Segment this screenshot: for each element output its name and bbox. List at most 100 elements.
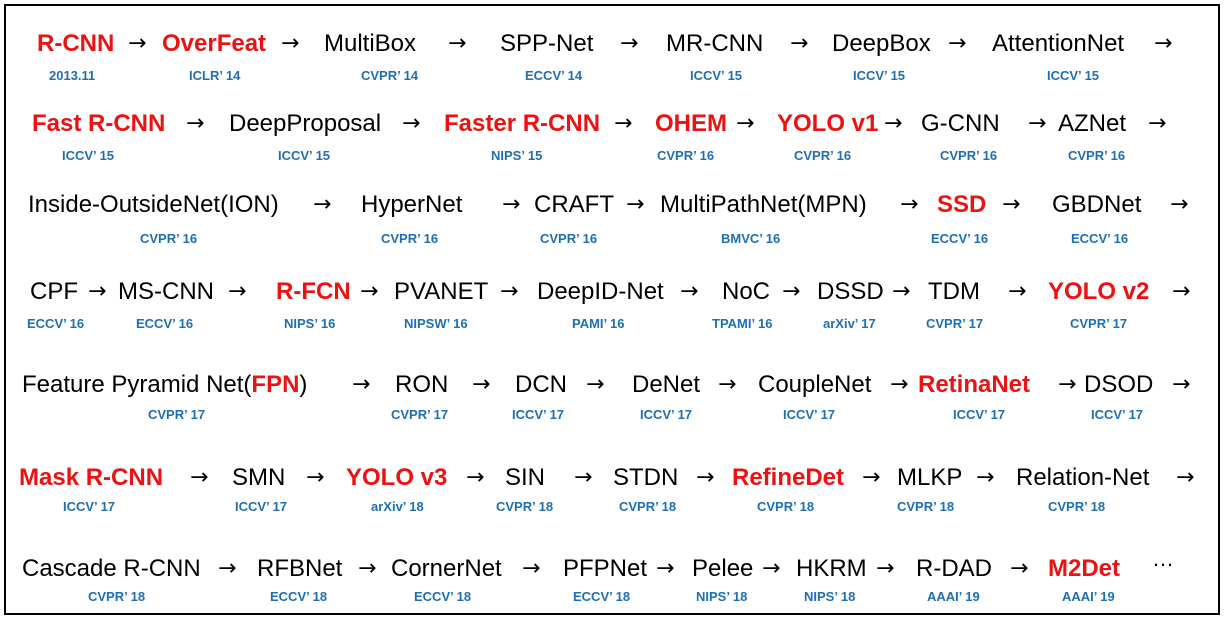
arrow-icon: →: [402, 111, 421, 136]
node-name: SIN: [505, 464, 546, 491]
arrow-icon: →: [306, 465, 325, 490]
node-name: GBDNet: [1052, 191, 1142, 218]
node-name: G-CNN: [921, 110, 1000, 137]
node-venue: CVPR’ 18: [897, 499, 955, 514]
node-name: DeepBox: [832, 30, 931, 57]
node-name: RFBNet: [257, 555, 343, 582]
node-venue: PAMI’ 16: [572, 316, 625, 331]
node-name: RetinaNet: [918, 371, 1031, 398]
ellipsis: …: [1152, 546, 1174, 571]
node-venue: ICCV’ 15: [853, 68, 906, 83]
node-venue: CVPR’ 18: [1048, 499, 1106, 514]
node-name: Relation-Net: [1016, 464, 1150, 491]
arrow-icon: →: [1172, 372, 1191, 397]
arrow-icon: →: [1008, 279, 1027, 304]
arrow-icon: →: [186, 111, 205, 136]
node-venue: ICCV’ 17: [783, 407, 836, 422]
arrow-icon: →: [782, 279, 801, 304]
node-venue: CVPR’ 18: [619, 499, 677, 514]
arrow-icon: →: [360, 279, 379, 304]
node-name: DCN: [515, 371, 567, 398]
node-name: CornerNet: [391, 555, 502, 582]
arrow-icon: →: [190, 465, 209, 490]
node-name: AZNet: [1058, 110, 1127, 137]
arrow-icon: →: [614, 111, 633, 136]
arrow-icon: →: [502, 192, 521, 217]
node-venue: CVPR’ 16: [540, 231, 598, 246]
node-name: STDN: [613, 464, 679, 491]
node-name: NoC: [722, 278, 771, 305]
node-name: AttentionNet: [992, 30, 1125, 57]
arrow-icon: →: [586, 372, 605, 397]
arrow-icon: →: [1058, 372, 1077, 397]
arrow-icon: →: [884, 111, 903, 136]
arrow-icon: →: [281, 31, 300, 56]
arrow-icon: →: [862, 465, 881, 490]
arrow-icon: →: [228, 279, 247, 304]
arrow-icon: →: [890, 372, 909, 397]
node-name: MR-CNN: [666, 30, 764, 57]
node-venue: CVPR’ 17: [1070, 316, 1128, 331]
arrow-icon: →: [472, 372, 491, 397]
arrow-icon: →: [1172, 279, 1191, 304]
node-name-part: ): [299, 371, 308, 398]
node-name: MLKP: [897, 464, 963, 491]
node-name: Pelee: [692, 555, 754, 582]
arrow-icon: →: [1176, 465, 1195, 490]
node-venue: ECCV’ 14: [525, 68, 583, 83]
node-name: R-CNN: [37, 30, 115, 57]
node-name: R-DAD: [916, 555, 992, 582]
node-name: R-FCN: [276, 278, 351, 305]
node-name: MultiPathNet(MPN): [660, 191, 867, 218]
node-venue: TPAMI’ 16: [712, 316, 773, 331]
node-name: SMN: [232, 464, 286, 491]
node-venue: CVPR’ 18: [88, 589, 146, 604]
arrow-icon: →: [466, 465, 485, 490]
arrow-icon: →: [448, 31, 467, 56]
node-venue: CVPR’ 16: [794, 148, 852, 163]
arrow-icon: →: [948, 31, 967, 56]
arrow-icon: →: [1002, 192, 1021, 217]
node-venue: CVPR’ 16: [1068, 148, 1126, 163]
arrow-icon: →: [574, 465, 593, 490]
node-venue: ECCV’ 16: [931, 231, 989, 246]
node-name: CRAFT: [534, 191, 614, 218]
node-venue: CVPR’ 16: [140, 231, 198, 246]
node-name: Fast R-CNN: [32, 110, 166, 137]
node-venue: CVPR’ 18: [757, 499, 815, 514]
arrow-icon: →: [313, 192, 332, 217]
node-name: YOLO v1: [777, 110, 879, 137]
node-venue: ICCV’ 17: [235, 499, 288, 514]
arrow-icon: →: [128, 31, 147, 56]
arrow-icon: →: [900, 192, 919, 217]
node-venue: CVPR’ 14: [361, 68, 419, 83]
node-venue: NIPS’ 18: [804, 589, 856, 604]
arrow-icon: →: [696, 465, 715, 490]
node-venue: CVPR’ 16: [657, 148, 715, 163]
node-name: Feature Pyramid Net(FPN): [22, 373, 307, 397]
node-venue: ICCV’ 15: [62, 148, 115, 163]
node-venue: AAAI’ 19: [1062, 589, 1115, 604]
node-venue: NIPS’ 16: [284, 316, 336, 331]
arrow-icon: →: [1028, 111, 1047, 136]
node-venue: NIPS’ 15: [491, 148, 543, 163]
node-name: Mask R-CNN: [19, 464, 164, 491]
node-venue: ECCV’ 18: [414, 589, 472, 604]
arrow-icon: →: [892, 279, 911, 304]
arrow-icon: →: [352, 372, 371, 397]
node-name: DSSD: [817, 278, 884, 305]
arrow-icon: →: [656, 556, 675, 581]
node-name: YOLO v3: [346, 464, 448, 491]
node-name: HyperNet: [361, 191, 463, 218]
node-venue: CVPR’ 17: [148, 407, 206, 422]
node-name-highlight: FPN: [251, 371, 300, 398]
node-name: RefineDet: [732, 464, 845, 491]
arrow-icon: →: [718, 372, 737, 397]
node-venue: ICCV’ 17: [1091, 407, 1144, 422]
node-name: PFPNet: [563, 555, 648, 582]
arrow-icon: →: [626, 192, 645, 217]
node-venue: CVPR’ 18: [496, 499, 554, 514]
node-venue: ICCV’ 17: [63, 499, 116, 514]
node-venue: 2013.11: [49, 68, 96, 83]
